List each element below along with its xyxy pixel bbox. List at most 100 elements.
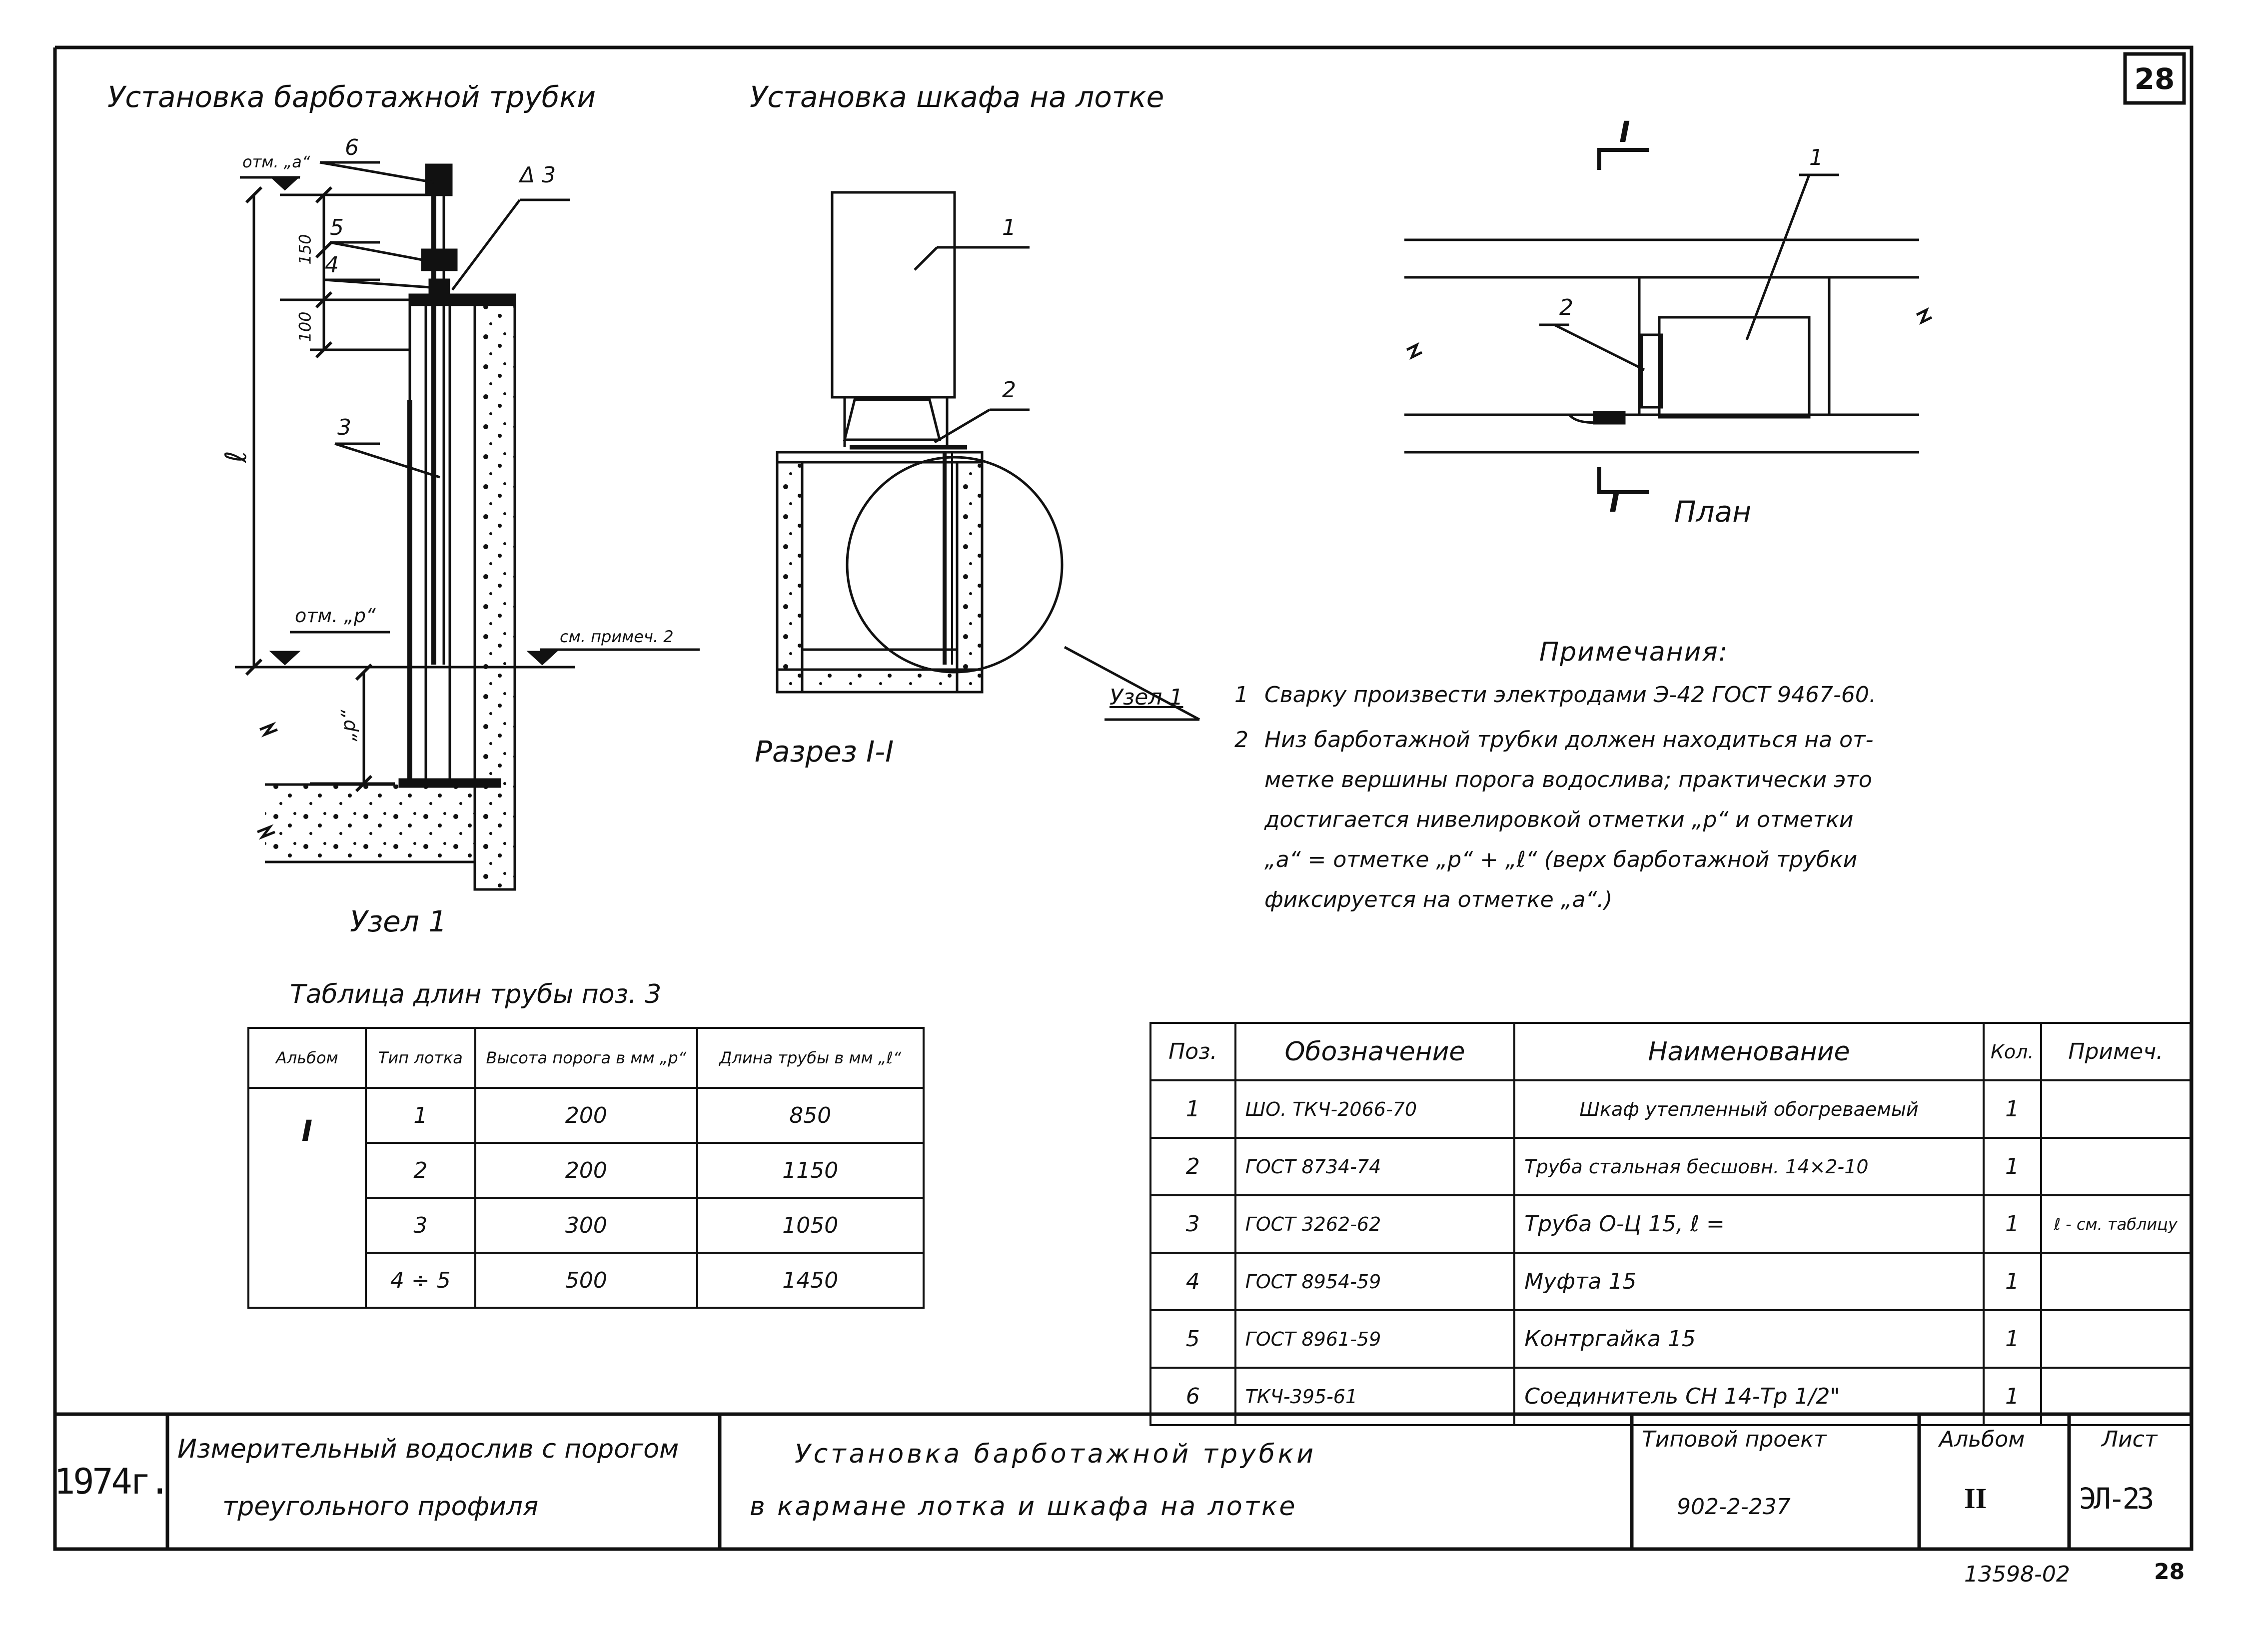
plan-callout-1: 1	[1809, 145, 1823, 170]
mark-a-label: отм. „а“	[242, 152, 310, 171]
spec-cell-code: ШО. ТКЧ-2066-70	[1234, 1079, 1516, 1139]
note-2-line: фиксируется на отметке „а“.)	[1264, 887, 1613, 912]
sheet-title-line2: в кармане лотка и шкафа на лотке	[750, 1492, 1297, 1522]
pipe-installation-view	[235, 161, 700, 891]
length-cell-type: 2	[364, 1142, 477, 1199]
cabinet-view-title: Установка шкафа на лотке	[750, 80, 1164, 114]
length-header-type: Тип лотка	[364, 1027, 477, 1089]
cabinet-callout-1: 1	[1002, 215, 1016, 240]
length-cell-length: 1050	[696, 1197, 925, 1254]
spec-cell-pos: 1	[1149, 1079, 1236, 1139]
title-year-cell: 1974г.	[54, 1414, 170, 1549]
spec-cell-note	[2040, 1252, 2192, 1311]
spec-cell-note	[2040, 1079, 2192, 1139]
spec-cell-name: Труба О-Ц 15, ℓ =	[1513, 1194, 1985, 1254]
spec-cell-note: ℓ - см. таблицу	[2040, 1194, 2192, 1254]
spec-cell-pos: 6	[1149, 1367, 1236, 1426]
archive-number: 13598-02	[1964, 1562, 2070, 1587]
plan-callout-2: 2	[1559, 295, 1573, 320]
list-label: Лист	[2102, 1427, 2158, 1452]
typical-project-label: Типовой проект	[1642, 1427, 1827, 1452]
length-header-height: Высота порога в мм „р“	[474, 1027, 698, 1089]
spec-cell-name: Труба стальная бесшовн. 14×2-10	[1513, 1137, 1985, 1196]
plan-label: План	[1674, 495, 1752, 529]
note-2-line: метке вершины порога водослива; практиче…	[1264, 767, 1872, 793]
length-table: Альбом Тип лотка Высота порога в мм „р“ …	[247, 1027, 925, 1309]
pipe-view-title: Установка барботажной трубки	[107, 80, 596, 114]
spec-cell-pos: 5	[1149, 1309, 1236, 1369]
length-cell-type: 3	[364, 1197, 477, 1254]
note-2-number: 2	[1234, 727, 1248, 753]
callout-6: 6	[345, 135, 359, 160]
see-note-label: см. примеч. 2	[560, 627, 674, 646]
spec-cell-pos: 4	[1149, 1252, 1236, 1311]
plan-view	[1404, 148, 1933, 494]
cabinet-callout-2: 2	[1002, 377, 1016, 403]
spec-cell-qty: 1	[1982, 1367, 2042, 1426]
callout-4: 4	[325, 252, 339, 278]
spec-cell-code: ГОСТ 3262-62	[1234, 1194, 1516, 1254]
spec-cell-note	[2040, 1309, 2192, 1369]
title-year: 1974г.	[54, 1461, 170, 1502]
sheet-number: 28	[2134, 62, 2175, 96]
node-ref-label: Узел 1	[1110, 685, 1183, 710]
sheet-number-box: 28	[2125, 55, 2184, 103]
length-cell-height: 500	[474, 1252, 698, 1309]
length-table-caption: Таблица длин трубы поз. 3	[290, 979, 662, 1009]
spec-cell-name: Шкаф утепленный обогреваемый	[1513, 1079, 1985, 1139]
spec-cell-qty: 1	[1982, 1137, 2042, 1196]
spec-cell-name: Соединитель СН 14-Тр 1/2"	[1513, 1367, 1985, 1426]
list-value: ЭЛ-23	[2079, 1482, 2155, 1516]
notes-heading: Примечания:	[1539, 637, 1729, 667]
length-cell-height: 200	[474, 1142, 698, 1199]
dim-l: ℓ	[218, 451, 253, 463]
length-cell-length: 1150	[696, 1142, 925, 1199]
spec-cell-code: ГОСТ 8961-59	[1234, 1309, 1516, 1369]
album-label: Альбом	[1939, 1427, 2025, 1452]
spec-header-code: Обозначение	[1234, 1022, 1516, 1081]
spec-table: Поз. Обозначение Наименование Кол. Приме…	[1149, 1022, 2192, 1426]
length-header-album: Альбом	[247, 1027, 367, 1089]
section-label: Разрез I-I	[755, 735, 894, 769]
project-name-line2: треугольного профиля	[222, 1492, 539, 1522]
spec-header-qty: Кол.	[1982, 1022, 2042, 1081]
spec-cell-code: ТКЧ-395-61	[1234, 1367, 1516, 1426]
spec-cell-pos: 2	[1149, 1137, 1236, 1196]
mark-p-label: отм. „р“	[295, 605, 376, 627]
note-2-line: Низ барботажной трубки должен находиться…	[1264, 727, 1874, 753]
spec-cell-code: ГОСТ 8954-59	[1234, 1252, 1516, 1311]
dim-100: 100	[295, 311, 315, 342]
node-label: Узел 1	[350, 904, 447, 938]
note-1-number: 1	[1234, 682, 1248, 708]
project-name-line1: Измерительный водослив с порогом	[177, 1434, 679, 1464]
spec-cell-pos: 3	[1149, 1194, 1236, 1254]
length-cell-height: 200	[474, 1087, 698, 1144]
spec-cell-code: ГОСТ 8734-74	[1234, 1137, 1516, 1196]
album-value: II	[1964, 1482, 1987, 1515]
length-cell-type: 4 ÷ 5	[364, 1252, 477, 1309]
note-2-line: достигается нивелировкой отметки „р“ и о…	[1264, 807, 1854, 832]
spec-header-note: Примеч.	[2040, 1022, 2192, 1081]
section-mark-top: I	[1619, 115, 1630, 149]
note-2-line: „а“ = отметке „р“ + „ℓ“ (верх барботажно…	[1264, 847, 1858, 872]
spec-cell-name: Муфта 15	[1513, 1252, 1985, 1311]
note-1-text: Сварку произвести электродами Э-42 ГОСТ …	[1264, 682, 1876, 708]
spec-cell-qty: 1	[1982, 1252, 2042, 1311]
length-header-length: Длина трубы в мм „ℓ“	[696, 1027, 925, 1089]
length-album-cell: I	[247, 1087, 367, 1309]
spec-cell-qty: 1	[1982, 1194, 2042, 1254]
spec-cell-note	[2040, 1137, 2192, 1196]
dim-150: 150	[295, 234, 315, 265]
typical-project-value: 902-2-237	[1677, 1494, 1791, 1520]
cabinet-section-view	[776, 191, 1200, 721]
length-cell-type: 1	[364, 1087, 477, 1144]
length-cell-height: 300	[474, 1197, 698, 1254]
weld-symbol: Δ 3	[520, 162, 556, 188]
section-mark-bottom: I	[1609, 485, 1620, 519]
callout-3: 3	[337, 415, 351, 440]
length-cell-length: 1450	[696, 1252, 925, 1309]
spec-cell-note	[2040, 1367, 2192, 1426]
callout-5: 5	[330, 215, 344, 240]
spec-header-pos: Поз.	[1149, 1022, 1236, 1081]
